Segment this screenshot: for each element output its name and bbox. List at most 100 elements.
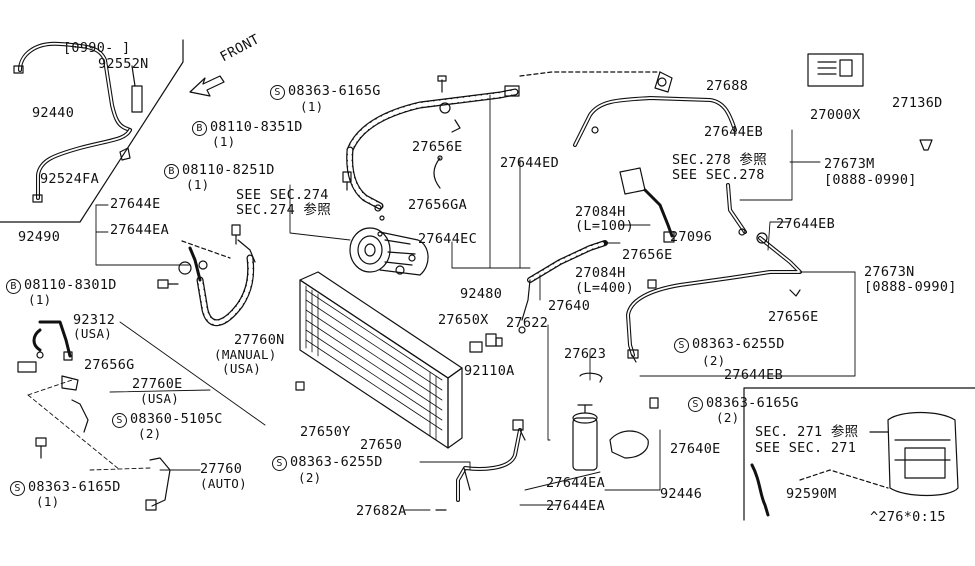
pipe-92440 <box>13 41 143 203</box>
label-27640E: 27640E <box>670 441 721 457</box>
part-number: 08110-8301D <box>24 277 117 293</box>
label-27640: 27640 <box>548 298 591 314</box>
fittings-27650X <box>469 333 503 353</box>
leader-lines <box>27 94 856 511</box>
label-qty: (2) <box>716 410 740 425</box>
label-sec271-ref: SEC. 271 参照 <box>755 424 859 440</box>
bolt-top <box>433 75 447 189</box>
label-27644ED: 27644ED <box>500 155 559 171</box>
part-number: 08363-6165G <box>706 395 799 411</box>
label-27084H-400: 27084H <box>575 265 626 281</box>
label-sec278-ref: SEC.278 参照 <box>672 152 768 168</box>
label-sec274-ref: SEC.274 参照 <box>236 202 332 218</box>
label-27136D: 27136D <box>892 95 943 111</box>
label-27760E: 27760E <box>132 376 183 392</box>
label-27760E-usa: (USA) <box>140 391 180 406</box>
label-27644EC: 27644EC <box>418 231 477 247</box>
label-27622: 27622 <box>506 315 549 331</box>
bracket-27640E <box>609 397 659 459</box>
label-27760N-manual: (MANUAL) <box>214 347 277 362</box>
b-circle-icon: B <box>192 121 207 136</box>
label-27644EA-bot2: 27644EA <box>546 498 605 514</box>
label-92446: 92446 <box>660 486 703 502</box>
label-0990: [0990- ] <box>63 40 131 56</box>
condenser <box>295 271 463 449</box>
sensors-left <box>17 320 171 511</box>
label-27644EB-bot: 27644EB <box>724 367 783 383</box>
label-qty: (2) <box>138 426 162 441</box>
label-27682A: 27682A <box>356 503 407 519</box>
front-arrow <box>189 75 225 97</box>
label-qty: (1) <box>300 99 324 114</box>
label-27644EA-left: 27644EA <box>110 222 169 238</box>
label-27644EA-bot1: 27644EA <box>546 475 605 491</box>
b-circle-icon: B <box>6 279 21 294</box>
label-27656G: 27656G <box>84 357 135 373</box>
label-27650X: 27650X <box>438 312 489 328</box>
part-number: 08363-6165D <box>28 479 121 495</box>
diagram-code: ^276*0:15 <box>870 509 946 525</box>
clip-27136D <box>919 139 933 151</box>
inset-frame <box>0 39 184 223</box>
s-circle-icon: S <box>270 85 285 100</box>
s-circle-icon: S <box>10 481 25 496</box>
part-number: 08110-8351D <box>210 119 303 135</box>
label-92590M: 92590M <box>786 486 837 502</box>
label-27096: 27096 <box>670 229 713 245</box>
pipe-27644EB-top <box>519 71 737 147</box>
label-qty: (1) <box>186 177 210 192</box>
label-qty: (2) <box>702 353 726 368</box>
pipe-27673N <box>626 183 802 363</box>
hose-27644E <box>178 239 256 326</box>
label-27084H-100-qty: (L=100) <box>575 218 634 234</box>
hose-27644ED <box>346 85 520 237</box>
label-see-sec274: SEE SEC.274 <box>236 187 329 203</box>
switch-27084H <box>619 167 675 243</box>
label-27644EB-top: 27644EB <box>704 124 763 140</box>
label-qty: (1) <box>36 494 60 509</box>
label-27760-auto: (AUTO) <box>200 476 247 491</box>
label-27656E-mid: 27656E <box>622 247 673 263</box>
label-27673M: 27673M <box>824 156 875 172</box>
part-number: 08363-6255D <box>290 454 383 470</box>
s-circle-icon: S <box>112 413 127 428</box>
label-27760: 27760 <box>200 461 243 477</box>
s-circle-icon: S <box>272 456 287 471</box>
label-see-sec278: SEE SEC.278 <box>672 167 765 183</box>
label-27673N: 27673N <box>864 264 915 280</box>
part-number: 08110-8251D <box>182 162 275 178</box>
label-27656E-right: 27656E <box>768 309 819 325</box>
label-92312: 92312 <box>73 312 116 328</box>
label-27760N-usa: (USA) <box>222 361 262 376</box>
compressor <box>349 227 429 276</box>
label-27760N: 27760N <box>234 332 285 348</box>
label-27650Y: 27650Y <box>300 424 351 440</box>
b-circle-icon: B <box>164 164 179 179</box>
label-27656E-top: 27656E <box>412 139 463 155</box>
label-92490: 92490 <box>18 229 61 245</box>
label-27084H-400-qty: (L=400) <box>575 280 634 296</box>
label-27650: 27650 <box>360 437 403 453</box>
label-92110A: 92110A <box>464 363 515 379</box>
label-92312-qty: (USA) <box>73 326 113 341</box>
label-27644EB-mid: 27644EB <box>776 216 835 232</box>
pipe-92446 <box>435 419 526 511</box>
label-qty: (2) <box>298 470 322 485</box>
label-see-sec271: SEE SEC. 271 <box>755 440 857 456</box>
label-sticker-27000X <box>807 53 864 87</box>
label-qty: (1) <box>212 134 236 149</box>
bolts-compressor <box>157 171 352 289</box>
label-27656GA: 27656GA <box>408 197 467 213</box>
label-92524FA: 92524FA <box>40 171 99 187</box>
